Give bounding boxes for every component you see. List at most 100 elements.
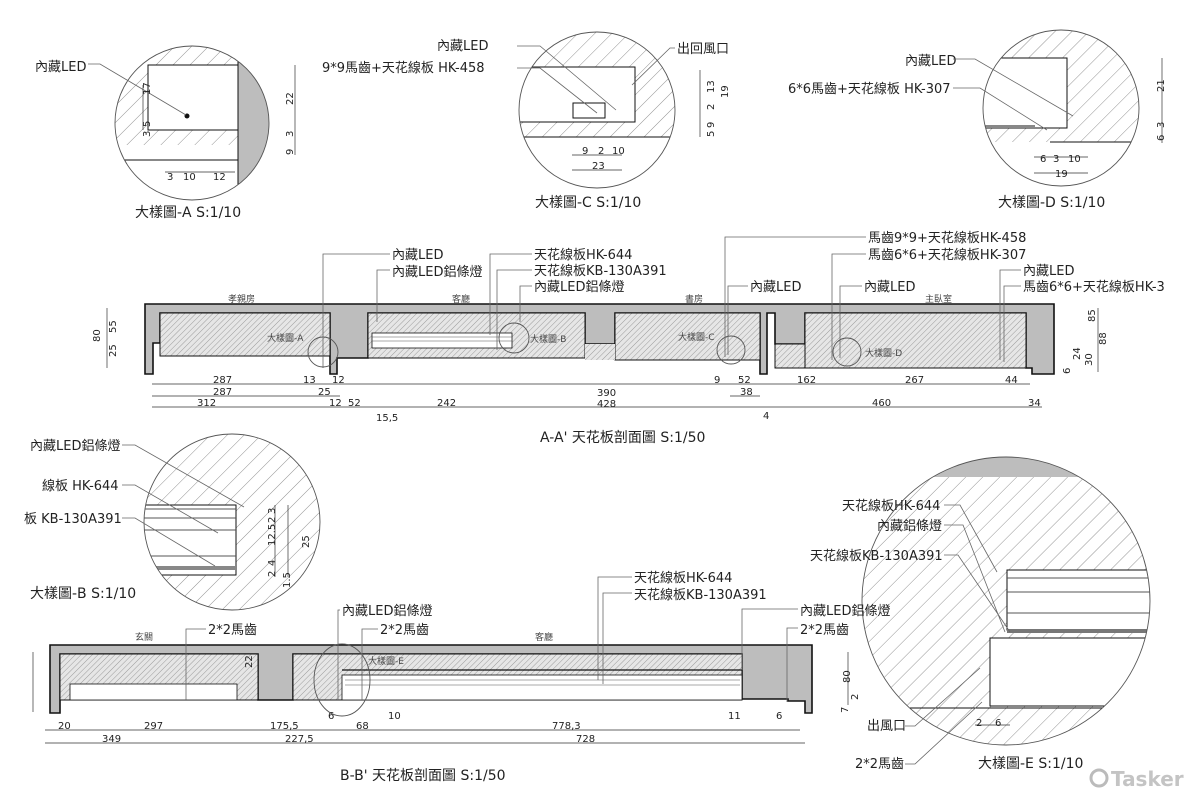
label: 天花線板HK-644	[634, 570, 732, 586]
dim: 4	[763, 411, 769, 422]
label: 內藏LED鋁條燈	[342, 604, 432, 619]
detail-c-title: 大樣圖-C S:1/10	[535, 194, 641, 211]
dim: 267	[905, 375, 924, 386]
label: 天花線板HK-644	[534, 247, 632, 263]
detail-marker: 大樣圖-A	[267, 332, 304, 344]
dim: 3	[285, 131, 296, 137]
dim: 80	[92, 329, 103, 342]
dim: 227,5	[285, 734, 314, 745]
dim: 349	[102, 734, 121, 745]
dim: 162	[797, 375, 816, 386]
label: 內藏LED	[437, 39, 488, 54]
dim: 728	[576, 734, 595, 745]
dim: 44	[1005, 375, 1018, 386]
room-label: 書房	[685, 293, 703, 305]
dim: 17	[142, 82, 153, 95]
dim: 287	[213, 387, 232, 398]
dim: 10	[612, 146, 625, 157]
label: 2*2馬齒	[800, 623, 849, 638]
dim: 390	[597, 388, 616, 399]
room-label: 孝親房	[228, 293, 255, 305]
label: 天花線板KB-130A391	[810, 548, 943, 564]
detail-marker: 大樣圖-D	[865, 347, 902, 359]
label: 2*2馬齒	[380, 623, 429, 638]
dim: 7	[840, 707, 851, 713]
dim: 6	[328, 711, 334, 722]
room-label: 客廳	[452, 293, 470, 305]
label: 2*2馬齒	[855, 757, 904, 772]
label: 內藏LED	[905, 54, 956, 69]
detail-d: 內藏LED 6*6馬齒+天花線板 HK-307 21 3 6 6 3 10 19…	[788, 29, 1167, 211]
label: 內藏LED	[750, 280, 801, 295]
detail-marker: 大樣圖-E	[368, 655, 404, 667]
dim: 24	[1072, 347, 1083, 360]
label: 馬齒9*9+天花線板HK-458	[868, 230, 1026, 246]
dim: 5	[706, 131, 717, 137]
label: 線板 HK-644	[42, 478, 119, 494]
dim: 22	[285, 92, 296, 105]
label: 內藏LED	[35, 60, 86, 75]
dim: 34	[1028, 398, 1041, 409]
dim: 11	[728, 711, 741, 722]
dim: 25	[301, 535, 312, 548]
label: 內藏LED鋁條燈	[392, 265, 482, 280]
detail-d-title: 大樣圖-D S:1/10	[998, 194, 1105, 211]
dim: 312	[197, 398, 216, 409]
detail-a: 內藏LED 22 3 9 17 5 3 3 10 12 大樣圖-A S:1/10	[35, 45, 296, 221]
label: 內藏LED	[392, 248, 443, 263]
label: 內藏鋁條燈	[877, 519, 942, 534]
label: 馬齒6*6+天花線板HK-3	[1023, 279, 1165, 295]
dim: 19	[1055, 169, 1068, 180]
dim: 1.5	[282, 572, 293, 588]
watermark: Tasker	[1089, 767, 1184, 791]
detail-marker: 大樣圖-B	[530, 333, 566, 345]
section-aa: 孝親房 客廳 書房 主臥室 大樣圖-A 大樣圖-B 大樣圖-C 大樣圖-D 內藏…	[92, 230, 1165, 446]
dim: 52	[348, 398, 361, 409]
dim: 22	[244, 655, 255, 668]
watermark-text: Tasker	[1111, 767, 1184, 791]
dim: 21	[1156, 79, 1167, 92]
dim: 23	[592, 161, 605, 172]
dim: 10	[183, 172, 196, 183]
dim: 12.5	[267, 524, 278, 546]
dim: 85	[1087, 309, 1098, 322]
dim: 13	[303, 375, 316, 386]
dim: 88	[1098, 332, 1109, 345]
label: 內藏LED鋁條燈	[800, 604, 890, 619]
dim: 2	[267, 517, 278, 523]
label: 內藏LED鋁條燈	[30, 439, 120, 454]
dim: 3	[1156, 122, 1167, 128]
room-label: 玄關	[135, 631, 153, 643]
detail-a-title: 大樣圖-A S:1/10	[135, 204, 241, 221]
room-label: 客廳	[535, 631, 553, 643]
dim: 2	[850, 694, 861, 700]
dim: 25	[108, 344, 119, 357]
room-label: 主臥室	[925, 293, 952, 305]
dim: 287	[213, 375, 232, 386]
dim: 2	[598, 146, 604, 157]
dim: 5	[142, 121, 153, 127]
dim: 2	[976, 718, 982, 729]
detail-e-title: 大樣圖-E S:1/10	[978, 755, 1083, 772]
label: 馬齒6*6+天花線板HK-307	[868, 247, 1026, 263]
dim: 778,3	[552, 721, 581, 732]
dim: 6	[776, 711, 782, 722]
dim: 38	[740, 387, 753, 398]
label: 天花線板KB-130A391	[534, 263, 667, 279]
label: 板 KB-130A391	[24, 512, 122, 527]
label: 內藏LED鋁條燈	[534, 280, 624, 295]
dim: 6	[995, 718, 1001, 729]
detail-marker: 大樣圖-C	[678, 331, 715, 343]
section-bb-title: B-B' 天花板剖面圖 S:1/50	[340, 768, 506, 784]
dim: 428	[597, 399, 616, 410]
label: 出風口	[867, 719, 906, 734]
dim: 6	[1156, 135, 1167, 141]
detail-b-title: 大樣圖-B S:1/10	[30, 585, 136, 602]
dim: 12	[332, 375, 345, 386]
dim: 6	[1062, 368, 1073, 374]
dim: 20	[58, 721, 71, 732]
dim: 12	[213, 172, 226, 183]
label: 2*2馬齒	[208, 623, 257, 638]
dim: 297	[144, 721, 163, 732]
